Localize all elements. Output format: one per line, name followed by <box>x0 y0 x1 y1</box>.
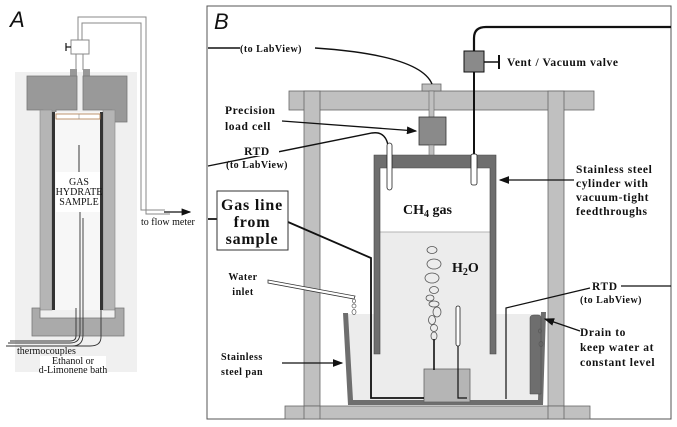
load-cell-label-2: load cell <box>225 121 271 133</box>
drain-label-3: constant level <box>580 357 655 369</box>
gas-line-box <box>216 190 289 251</box>
pan-label-2: steel pan <box>221 367 263 378</box>
vent-line-top <box>472 25 671 51</box>
load-cell-label-1: Precision <box>225 105 276 117</box>
stand-base <box>284 405 591 420</box>
sample-block <box>423 368 471 403</box>
labview-top-label: (to LabView) <box>240 44 302 55</box>
cylinder-label-1: Stainless steel <box>576 164 652 176</box>
load-cell-arrow <box>281 120 418 135</box>
drain-pipe <box>529 314 542 395</box>
rtd-left-sub: (to LabView) <box>226 160 288 171</box>
cylinder-label-4: feedthroughs <box>576 206 648 218</box>
sample-label-3: SAMPLE <box>59 197 98 208</box>
rtd-right-wire <box>505 287 591 399</box>
stand-top-beam <box>288 90 595 111</box>
rtd-left-probe <box>386 142 393 191</box>
pan-label-1: Stainless <box>221 352 263 363</box>
bath-label-2: d-Limonene bath <box>39 365 108 376</box>
cylinder-label-3: vacuum-tight <box>576 192 649 204</box>
valve-body <box>70 39 90 55</box>
rtd-left-wire <box>207 132 389 167</box>
drain-label-1: Drain to <box>580 327 626 339</box>
h2o-label: H2O <box>452 261 479 278</box>
panel-a: A to flow meter GAS HYDRATE <box>6 7 196 376</box>
stainless-cylinder <box>373 154 497 355</box>
panel-b: B (to LabView) Vent / Va <box>206 5 672 420</box>
gas-line <box>208 218 424 399</box>
panel-a-letter: A <box>8 7 25 32</box>
labview-wire-top <box>208 47 433 85</box>
rtd-right-title: RTD <box>592 281 618 293</box>
ch4-gas-label: CH4 gas <box>403 203 453 220</box>
bath-label-1: Ethanol or <box>52 356 95 367</box>
drain-label-2: keep water at <box>580 342 654 354</box>
cylinder-label-2: cylinder with <box>576 178 648 190</box>
feedthrough-right <box>470 153 478 186</box>
stand-right-post <box>547 90 565 420</box>
rtd-left-title: RTD <box>244 146 270 158</box>
panel-b-letter: B <box>214 9 229 34</box>
gas-line-label-1: Gas line <box>221 197 283 214</box>
drain-arrow <box>543 318 581 332</box>
water-inlet-label-2: inlet <box>232 287 254 298</box>
flow-line-inner <box>81 22 165 211</box>
gas-line-label-2: from <box>234 214 271 231</box>
flow-line-outer <box>77 16 170 215</box>
thermocouple-4 <box>40 218 102 347</box>
cylinder-water <box>380 232 490 354</box>
sample-label-2: HYDRATE <box>56 187 103 198</box>
vent-valve-label: Vent / Vacuum valve <box>507 57 619 69</box>
thermocouple-3 <box>10 308 77 342</box>
thermocouple-1 <box>8 212 81 344</box>
gas-line-label-3: sample <box>226 231 279 248</box>
cylinder-wall-left <box>39 109 53 311</box>
cylinder-wall-right <box>102 109 116 311</box>
stand-left-post <box>303 90 321 420</box>
sample-label-1: GAS <box>69 177 89 188</box>
flow-meter-label: to flow meter <box>141 217 196 228</box>
rtd-inner-probe <box>455 305 461 347</box>
piston <box>55 113 101 120</box>
load-cell <box>418 116 447 146</box>
water-inlet-label-1: Water <box>228 272 257 283</box>
gas-bubbles <box>424 246 442 341</box>
thermocouples-label: thermocouples <box>17 346 76 357</box>
rtd-right-sub: (to LabView) <box>580 295 642 306</box>
vent-valve <box>463 50 485 73</box>
load-cell-cap <box>421 83 442 92</box>
water-drops <box>351 298 357 315</box>
